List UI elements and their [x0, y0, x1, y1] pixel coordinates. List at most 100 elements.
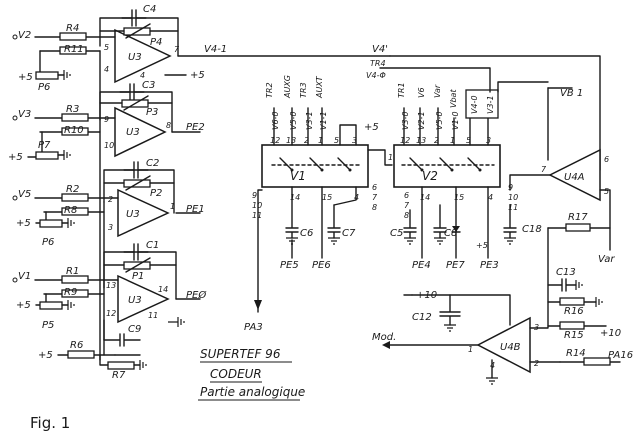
switch-v2-inputs: V3-0 V2-1 V5-0 V1-0 V4-0 V3-1 TR1 V6 Var…	[397, 82, 499, 146]
c2-label: C2	[146, 158, 159, 169]
opamp-top-label: U3	[128, 52, 142, 63]
pe6-label: PE6	[312, 260, 331, 271]
v1-pin13: 13	[286, 136, 296, 145]
opamp-3-pin3: 3	[108, 223, 113, 232]
v1-in-v6-0: V6-0	[271, 111, 280, 130]
v2-pin11: 11	[508, 203, 518, 212]
opamp-2-body	[114, 106, 167, 158]
v1-pin8: 8	[372, 203, 377, 212]
switch-v2-label: V2	[422, 169, 438, 183]
c5-label: C5	[390, 228, 403, 239]
opamp-top-pin7: 7	[174, 45, 180, 54]
v1-pin10: 10	[252, 201, 262, 210]
caps-below-switches: C6 C7 PE5 PE6 C5 C8 +5 PE4 PE7 PE3 C18	[280, 186, 542, 271]
v1-pin2: 2	[304, 136, 309, 145]
opamp-3-pin2: 2	[108, 195, 113, 204]
v4-1-label: V4-1	[204, 44, 227, 55]
opamp-top-body	[114, 28, 172, 84]
r6-resistor	[67, 350, 95, 359]
opamp-4-body	[117, 274, 170, 324]
r2-label: R2	[66, 184, 79, 195]
feedback-c2-p2: C2 P2	[103, 158, 175, 214]
r2-resistor	[61, 193, 89, 202]
v1-pin9: 9	[252, 191, 257, 200]
p7-resistor	[35, 151, 59, 160]
p6-top-resistor	[35, 71, 59, 80]
opamp-u4a-label: U4A	[564, 172, 585, 183]
r16-resistor	[559, 297, 585, 306]
c13-r16-r15: C13 R16 R15 +10	[547, 267, 621, 341]
v1-pin5: 5	[334, 136, 339, 145]
switch-v1-label: V1	[290, 169, 306, 183]
plus10-b: +10	[600, 328, 621, 339]
v4-prime-label: V4'	[372, 44, 388, 55]
var-top-label: Var	[433, 84, 442, 98]
v2-in-v3-0: V3-0	[401, 111, 410, 130]
plus5-f: +5	[190, 70, 205, 81]
p4-label: P4	[150, 37, 162, 48]
opamp-3-body	[117, 188, 170, 238]
var-bottom-label: Var	[598, 254, 615, 265]
tr4-label: TR4	[370, 59, 386, 68]
v2-in-v1-0: V1-0	[451, 111, 460, 130]
v2-pin1: 1	[450, 136, 455, 145]
r10-resistor	[61, 127, 89, 136]
opamp-2: U3 9 10 8	[104, 106, 171, 158]
r15-label: R15	[564, 330, 584, 341]
pe2-label: PE2	[186, 122, 205, 133]
c12-supply: +10 C12	[403, 290, 511, 332]
r1-label: R1	[66, 266, 79, 277]
opamp-2-label: U3	[126, 127, 140, 138]
r16-label: R16	[564, 306, 584, 317]
u4a-pin7: 7	[541, 165, 547, 174]
r7-label: R7	[112, 370, 126, 381]
pe4-label: PE4	[412, 260, 431, 271]
opamp-u4b-label: U4B	[500, 342, 521, 353]
opamp-4-label: U3	[128, 295, 142, 306]
switch-v1-inputs: V6-0 V5-0 V3-1 V1-1 TR2 AUXG TR3 AUXT +5	[265, 75, 393, 166]
p5-label: P5	[42, 320, 54, 331]
opamp-u4b: U4B 3 2 1 4 Mod. R14 PA16	[372, 227, 633, 385]
p5-resistor	[39, 301, 63, 310]
switch-v1: V1 12 13 2 1 5 3 9 10 11 6 7 8 14 15 4 1…	[252, 136, 398, 220]
r17-resistor	[565, 223, 591, 232]
auxt-label: AUXT	[315, 75, 324, 99]
c12-label: C12	[412, 312, 432, 323]
opamp-top-pin5: 5	[104, 43, 109, 52]
r15-resistor	[559, 321, 585, 330]
plus5-d: +5	[16, 300, 31, 311]
r8-label: R8	[64, 205, 77, 216]
input-v2-top: V2 R4 R11 +5 P6	[12, 23, 116, 93]
mod-label: Mod.	[372, 332, 396, 343]
title-line2: CODEUR	[210, 367, 262, 381]
u4b-pin2: 2	[534, 359, 539, 368]
plus5-g: +5	[364, 122, 379, 133]
feedback-c1-p1: C1 P1	[103, 240, 177, 300]
v4-phi-label: V4-Φ	[366, 71, 386, 80]
pa3-line: PA3	[244, 189, 263, 333]
r6-label: R6	[70, 340, 83, 351]
c9-label: C9	[128, 324, 141, 335]
v2-pin8: 8	[404, 211, 409, 220]
v1-pin6: 6	[372, 183, 377, 192]
v2-pin7: 7	[404, 201, 410, 210]
pe7-label: PE7	[446, 260, 465, 271]
c13-label: C13	[556, 267, 576, 278]
v1-in-v1-1: V1-1	[319, 111, 328, 130]
plus5-e: +5	[38, 350, 53, 361]
v1-in-v3-1: V3-1	[305, 111, 314, 130]
auxg-label: AUXG	[283, 75, 292, 99]
u4b-pin1: 1	[468, 345, 473, 354]
v2-in-v4-0: V4-0	[470, 95, 479, 114]
top-bus: V4' TR4 V4-Φ VB 1	[366, 44, 601, 171]
vb1-label: VB 1	[560, 88, 583, 99]
opamp-u4b-body	[476, 316, 531, 374]
v1-pin11: 11	[252, 211, 262, 220]
opamp-top-pin4: 4	[104, 65, 109, 74]
r17-label: R17	[568, 212, 588, 223]
v2-input-label: V2	[18, 30, 31, 41]
v1-pin7: 7	[372, 193, 378, 202]
r9-resistor	[61, 289, 89, 298]
v2-inputs-box	[465, 89, 499, 119]
r11-resistor	[59, 46, 87, 55]
